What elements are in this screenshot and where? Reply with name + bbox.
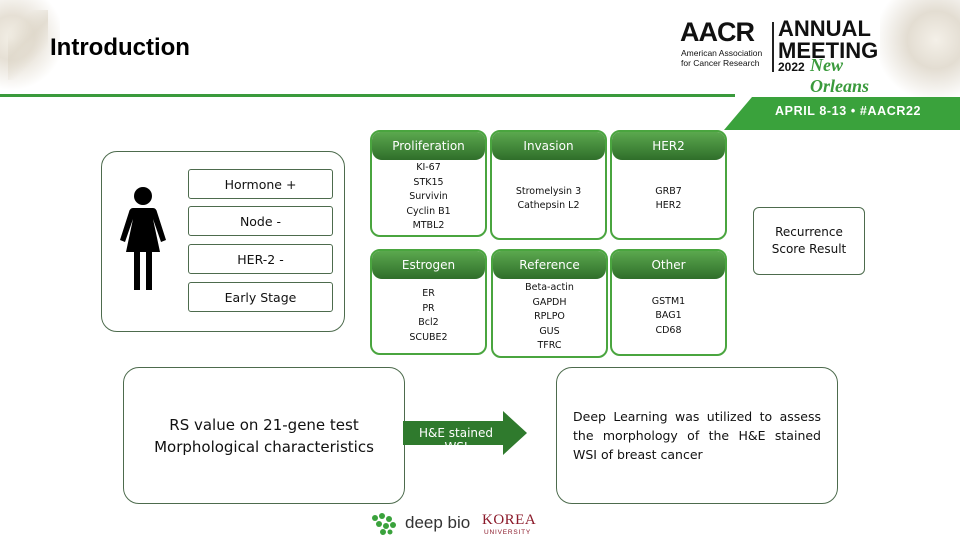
footer-logos: deep bio KOREA UNIVERSITY bbox=[370, 510, 550, 538]
rs-value-box: RS value on 21-gene test Morphological c… bbox=[123, 367, 405, 504]
tag-node: Node - bbox=[188, 206, 333, 236]
gene-card-title: Proliferation bbox=[372, 132, 485, 160]
gene-list: GSTM1 BAG1 CD68 bbox=[612, 279, 725, 354]
gene-card-estrogen: Estrogen ER PR Bcl2 SCUBE2 bbox=[370, 249, 487, 355]
tag-stage: Early Stage bbox=[188, 282, 333, 312]
deepbio-logo-icon bbox=[370, 512, 400, 536]
gene-list: Stromelysin 3 Cathepsin L2 bbox=[492, 160, 605, 238]
header-divider bbox=[0, 94, 735, 97]
logo-aacr-text: AACR bbox=[680, 18, 754, 46]
gene-card-other: Other GSTM1 BAG1 CD68 bbox=[610, 249, 727, 356]
flow-arrow-label: H&E stained WSI bbox=[406, 426, 506, 454]
gene-list: KI-67 STK15 Survivin Cyclin B1 MTBL2 bbox=[372, 160, 485, 235]
gene-list: ER PR Bcl2 SCUBE2 bbox=[372, 279, 485, 353]
gene-card-title: HER2 bbox=[612, 132, 725, 160]
deep-learning-box: Deep Learning was utilized to assess the… bbox=[556, 367, 838, 504]
gene-list: GRB7 HER2 bbox=[612, 160, 725, 238]
recurrence-score-box: Recurrence Score Result bbox=[753, 207, 865, 275]
aacr-logo: AACR American Association for Cancer Res… bbox=[680, 18, 890, 78]
gene-list: Beta-actin GAPDH RPLPO GUS TFRC bbox=[493, 279, 606, 356]
gene-card-title: Reference bbox=[493, 251, 606, 279]
gene-card-title: Invasion bbox=[492, 132, 605, 160]
gene-card-reference: Reference Beta-actin GAPDH RPLPO GUS TFR… bbox=[491, 249, 608, 358]
slide-title: Introduction bbox=[50, 34, 190, 62]
corner-decoration-right bbox=[880, 0, 960, 100]
logo-city: New Orleans bbox=[810, 55, 890, 97]
korea-university-subtext: UNIVERSITY bbox=[484, 529, 531, 536]
gene-card-title: Estrogen bbox=[372, 251, 485, 279]
date-banner-text: APRIL 8-13 • #AACR22 bbox=[775, 104, 921, 118]
deepbio-logo-text: deep bio bbox=[405, 513, 470, 533]
logo-year: 2022 bbox=[778, 60, 805, 74]
logo-separator bbox=[772, 22, 774, 72]
gene-card-title: Other bbox=[612, 251, 725, 279]
female-person-icon bbox=[116, 186, 170, 290]
gene-card-proliferation: Proliferation KI-67 STK15 Survivin Cycli… bbox=[370, 130, 487, 237]
korea-university-logo: KOREA bbox=[482, 512, 536, 529]
logo-org-name: American Association for Cancer Research bbox=[681, 48, 773, 68]
gene-card-her2: HER2 GRB7 HER2 bbox=[610, 130, 727, 240]
gene-card-invasion: Invasion Stromelysin 3 Cathepsin L2 bbox=[490, 130, 607, 240]
tag-hormone: Hormone + bbox=[188, 169, 333, 199]
tag-her2: HER-2 - bbox=[188, 244, 333, 274]
